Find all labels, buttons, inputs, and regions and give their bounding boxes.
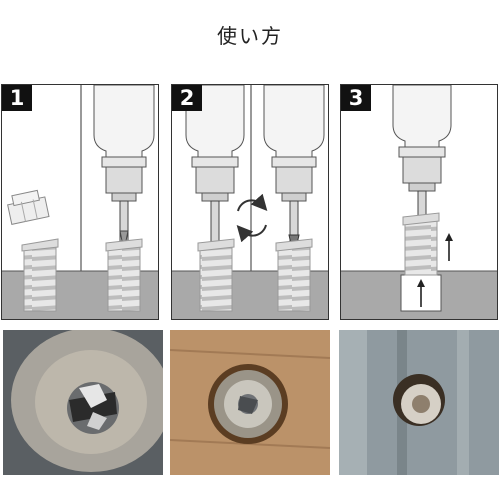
step-3-illustration bbox=[341, 85, 497, 319]
broken-stud-left bbox=[21, 238, 59, 312]
drill-chuck-icon bbox=[263, 85, 325, 258]
step-badge: 3 bbox=[341, 85, 371, 111]
stud-right bbox=[275, 238, 313, 312]
step-1-panel: 1 bbox=[1, 84, 159, 320]
page-title: 使い方 bbox=[217, 24, 283, 48]
photo-broken-bolt bbox=[3, 330, 163, 475]
drill-chuck-icon bbox=[392, 85, 452, 234]
broken-bolt-head bbox=[7, 189, 50, 225]
step-3-panel: 3 bbox=[340, 84, 498, 320]
stud-left bbox=[197, 238, 235, 312]
stud-right bbox=[105, 238, 143, 312]
step-badge: 2 bbox=[172, 85, 202, 111]
photo-bolt-in-wood bbox=[170, 330, 330, 475]
extracted-stud bbox=[402, 212, 440, 276]
step-2-panel: 2 bbox=[171, 84, 329, 320]
step-badge: 1 bbox=[2, 85, 32, 111]
photo-screw-in-metal bbox=[339, 330, 499, 475]
drill-chuck-icon bbox=[93, 85, 155, 252]
step-2-illustration bbox=[172, 85, 328, 319]
up-arrow-icon bbox=[445, 233, 453, 261]
step-1-illustration bbox=[2, 85, 158, 319]
up-arrow-icon bbox=[417, 279, 425, 307]
rotate-arrows-icon bbox=[236, 193, 268, 243]
